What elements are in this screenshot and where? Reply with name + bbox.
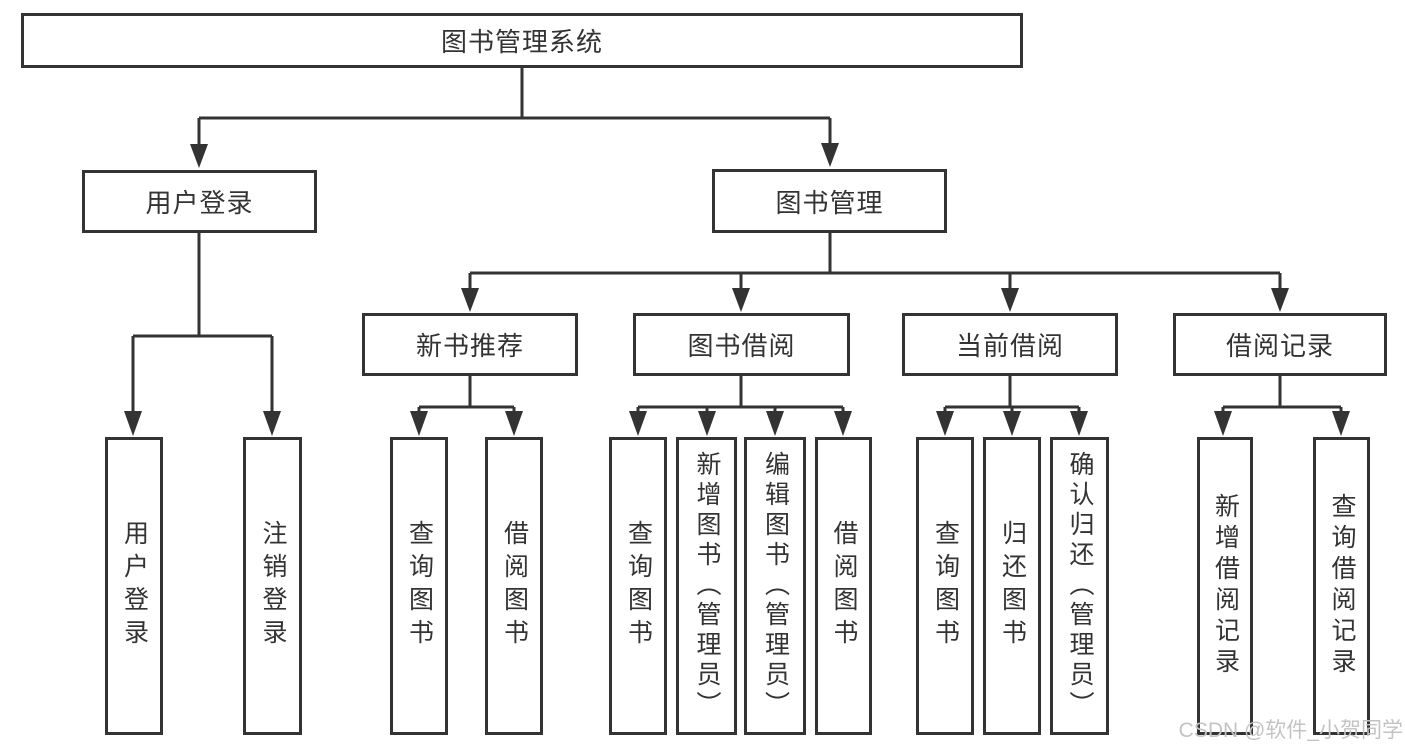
arrowheads xyxy=(124,143,1350,436)
leaf-records-query-record: 查询借阅记录 xyxy=(1313,437,1370,735)
csdn-watermark: CSDN @软件_小贺同学 xyxy=(1178,719,1403,742)
leaf-records-add-record: 新增借阅记录 xyxy=(1197,437,1253,735)
leaf-borrowing-borrow-book: 借阅图书 xyxy=(815,437,872,735)
leaf-current-return-book: 归还图书 xyxy=(983,437,1041,735)
leaf-current-confirm-return-admin: 确认归还（管理员） xyxy=(1050,437,1109,735)
node-user-login: 用户登录 xyxy=(82,170,317,233)
leaf-newrec-borrow-book: 借阅图书 xyxy=(485,437,543,735)
leaf-user-login: 用户登录 xyxy=(105,437,163,735)
node-root-system: 图书管理系统 xyxy=(21,13,1023,68)
node-book-management: 图书管理 xyxy=(712,169,947,233)
node-current-borrowing: 当前借阅 xyxy=(902,313,1118,376)
leaf-borrowing-add-book-admin: 新增图书（管理员） xyxy=(676,437,737,735)
leaf-newrec-query-book: 查询图书 xyxy=(390,437,448,735)
node-borrowing-records: 借阅记录 xyxy=(1173,313,1387,376)
node-new-book-recommend: 新书推荐 xyxy=(362,313,578,376)
leaf-borrowing-edit-book-admin: 编辑图书（管理员） xyxy=(744,437,806,735)
node-book-borrowing: 图书借阅 xyxy=(633,313,850,376)
leaf-logout: 注销登录 xyxy=(243,437,302,735)
leaf-borrowing-query-book: 查询图书 xyxy=(609,437,667,735)
leaf-current-query-book: 查询图书 xyxy=(916,437,974,735)
